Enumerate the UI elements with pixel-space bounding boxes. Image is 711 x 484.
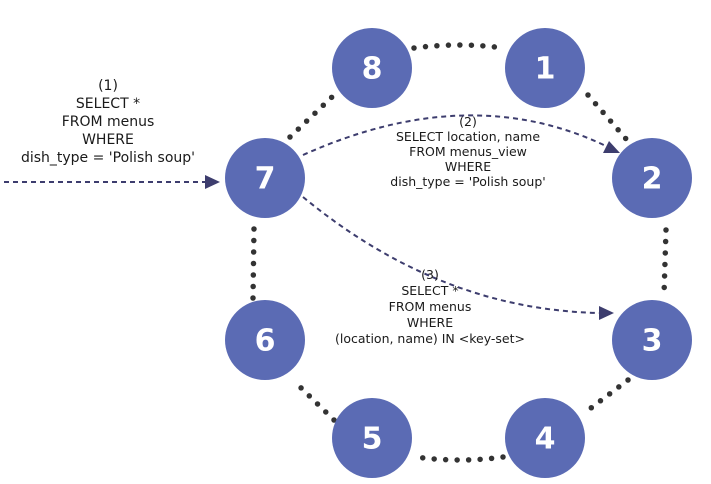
arrowhead-client-to-7 [205, 175, 220, 189]
arrow-7-to-3 [302, 196, 601, 314]
ring-segment-1-2 [585, 92, 630, 143]
node-1: 1 [505, 28, 585, 108]
ring-segment-6-7 [250, 225, 257, 301]
query-3-line-select: SELECT * [401, 283, 458, 298]
ring-segment-4-5 [413, 454, 506, 463]
node-5: 5 [332, 398, 412, 478]
node-label-2: 2 [642, 162, 663, 197]
query-1-line-from: FROM menus [62, 114, 155, 130]
query-2-line-where: WHERE [445, 159, 491, 174]
node-label-4: 4 [535, 422, 556, 457]
node-4: 4 [505, 398, 585, 478]
query-1-line-select: SELECT * [76, 96, 140, 112]
node-label-1: 1 [535, 52, 556, 87]
query-3-number: (3) [421, 267, 439, 282]
node-6: 6 [225, 300, 305, 380]
arrow-7-to-2 [302, 114, 609, 156]
ring-segment-8-1 [411, 42, 506, 51]
query-3-line-condition: (location, name) IN <key-set> [335, 331, 525, 346]
query-1-text: (1) SELECT * FROM menus WHERE dish_type … [21, 78, 195, 166]
arrowhead-7-to-2 [603, 141, 620, 153]
node-3: 3 [612, 300, 692, 380]
query-1-line-condition: dish_type = 'Polish soup' [21, 150, 195, 166]
query-2-line-condition: dish_type = 'Polish soup' [390, 174, 545, 189]
query-1-number: (1) [98, 78, 118, 94]
node-2: 2 [612, 138, 692, 218]
query-2-number: (2) [459, 114, 477, 129]
query-3-line-from: FROM menus [389, 299, 472, 314]
node-8: 8 [332, 28, 412, 108]
ring-connections [250, 42, 669, 463]
node-label-3: 3 [642, 324, 663, 359]
ring-segment-2-3 [661, 227, 669, 298]
query-arrows [4, 114, 620, 320]
node-label-8: 8 [362, 52, 383, 87]
node-label-7: 7 [255, 162, 276, 197]
node-7: 7 [225, 138, 305, 218]
query-1-line-where: WHERE [82, 132, 134, 148]
ring-segment-3-4 [584, 377, 631, 414]
query-3-line-where: WHERE [407, 315, 453, 330]
query-3-text: (3) SELECT * FROM menus WHERE (location,… [335, 267, 525, 346]
arrowhead-7-to-3 [599, 306, 614, 320]
ring-segment-7-8 [287, 93, 336, 140]
ring-segment-5-6 [291, 378, 337, 423]
query-2-line-select: SELECT location, name [396, 129, 540, 144]
node-label-5: 5 [362, 422, 383, 457]
query-2-text: (2) SELECT location, name FROM menus_vie… [390, 114, 545, 189]
query-2-line-from: FROM menus_view [409, 144, 527, 159]
node-label-6: 6 [255, 324, 276, 359]
